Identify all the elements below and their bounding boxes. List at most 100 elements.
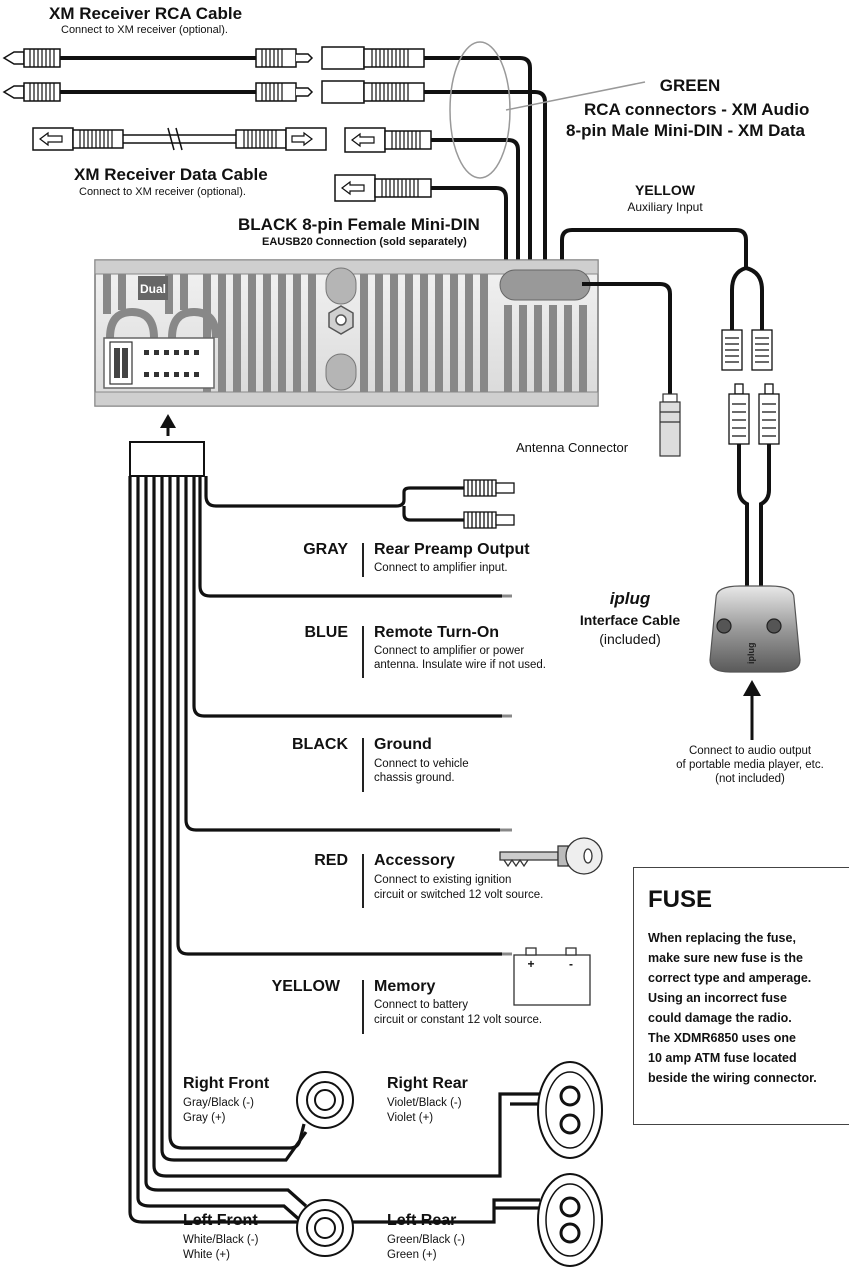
yellow-aux-note: Auxiliary Input [627, 200, 703, 214]
din-port-housing [499, 269, 591, 301]
green-title: GREEN [659, 76, 721, 95]
fuse-line: correct type and amperage. [648, 971, 812, 985]
brand-logo: Dual [138, 276, 168, 300]
wire-color-yellow: YELLOW [271, 978, 340, 995]
black-din-note: EAUSB20 Connection (sold separately) [262, 236, 467, 248]
left-rear-title: Left Rear [387, 1212, 457, 1229]
wire-color-gray: GRAY [303, 541, 348, 558]
antenna-cable [582, 282, 672, 394]
wire-desc-yellow-1: Connect to battery [374, 999, 468, 1011]
wire-desc-yellow-2: circuit or constant 12 volt source. [374, 1014, 543, 1026]
divider [362, 738, 364, 792]
wire-desc-blue-1: Connect to amplifier or power [374, 645, 525, 657]
iplug-device-logo: iplug [746, 643, 756, 665]
aux-cable [730, 266, 771, 586]
fuse-line: beside the wiring connector. [648, 1071, 817, 1085]
xm-rca-title: XM Receiver RCA Cable [49, 4, 243, 23]
xm-rca-note: Connect to XM receiver (optional). [61, 24, 228, 36]
yellow-aux-title: YELLOW [635, 182, 695, 198]
wire-color-red: RED [314, 852, 348, 869]
iplug-logo: iplug [609, 589, 651, 608]
left-rear-neg: Green/Black (-) [387, 1234, 465, 1246]
aux-rca-plugs [721, 329, 780, 445]
iplug-device: iplug [709, 585, 801, 673]
xm-data-title: XM Receiver Data Cable [74, 165, 268, 184]
wire-color-blue: BLUE [304, 624, 348, 641]
harness-plug [129, 441, 205, 477]
wire-title-blue: Remote Turn-On [374, 624, 500, 641]
left-front-pos: White (+) [183, 1249, 230, 1261]
fuse-line: When replacing the fuse, [648, 931, 796, 945]
fuse-line: make sure new fuse is the [648, 951, 803, 965]
speaker-wire-extras [494, 1102, 540, 1210]
green-line2: 8-pin Male Mini-DIN - XM Data [566, 121, 805, 140]
harness-arrow [160, 414, 176, 436]
wiring-connector-socket [103, 337, 215, 389]
audio-input-arrow [743, 680, 761, 740]
chassis-arches [106, 307, 220, 339]
divider [362, 626, 364, 678]
top-harness [424, 56, 748, 272]
wire-desc-red-1: Connect to existing ignition [374, 874, 512, 886]
right-rear-pos: Violet (+) [387, 1112, 434, 1124]
right-front-pos: Gray (+) [183, 1112, 226, 1124]
data-rib-texture [79, 130, 421, 197]
green-line1: RCA connectors - XM Audio [584, 100, 810, 119]
wire-color-black: BLACK [292, 736, 348, 753]
left-rear-pos: Green (+) [387, 1249, 437, 1261]
speaker-left-front [296, 1199, 354, 1257]
speaker-right-rear [537, 1061, 603, 1159]
wire-title-black: Ground [374, 736, 432, 753]
right-front-neg: Gray/Black (-) [183, 1097, 254, 1109]
wire-desc-blue-2: antenna. Insulate wire if not used. [374, 659, 546, 671]
mount-screw [328, 305, 354, 335]
left-front-title: Left Front [183, 1212, 258, 1229]
fuse-title: FUSE [648, 886, 713, 913]
main-harness [128, 476, 540, 1224]
wire-ends [500, 594, 512, 956]
rca-rib-texture [29, 49, 409, 101]
fuse-line: could damage the radio. [648, 1011, 792, 1025]
fuse-text: When replacing the fuse, make sure new f… [648, 928, 817, 1088]
right-front-title: Right Front [183, 1075, 270, 1092]
iplug-line1: Interface Cable [579, 612, 681, 628]
wire-desc-black-1: Connect to vehicle [374, 758, 469, 770]
iplug-line2: (included) [599, 631, 661, 647]
antenna-plug [659, 393, 681, 457]
divider [362, 854, 364, 908]
battery-icon: + - [513, 947, 591, 1006]
fuse-line: The XDMR6850 uses one [648, 1031, 796, 1045]
battery-minus-sign: - [569, 957, 573, 971]
xm-data-cable [32, 127, 432, 202]
key-icon [499, 837, 603, 875]
fuse-line: Using an incorrect fuse [648, 991, 787, 1005]
preamp-rca-plugs [463, 479, 515, 529]
right-rear-title: Right Rear [387, 1075, 468, 1092]
wire-title-red: Accessory [374, 852, 455, 869]
battery-plus-sign: + [527, 957, 534, 971]
speaker-right-front [296, 1071, 354, 1129]
audio-out-line2: of portable media player, etc. [676, 759, 824, 771]
wire-title-gray: Rear Preamp Output [374, 541, 530, 558]
wire-desc-gray-1: Connect to amplifier input. [374, 562, 508, 574]
right-rear-neg: Violet/Black (-) [387, 1097, 462, 1109]
wire-title-yellow: Memory [374, 978, 436, 995]
mount-slots [325, 267, 357, 391]
green-callout [449, 41, 646, 179]
xm-data-note: Connect to XM receiver (optional). [79, 186, 246, 198]
audio-out-line1: Connect to audio output [688, 745, 812, 757]
heatsink-fins [103, 274, 587, 392]
speaker-left-rear [537, 1173, 603, 1267]
fuse-box: FUSE When replacing the fuse, make sure … [633, 867, 849, 1125]
left-front-neg: White/Black (-) [183, 1234, 259, 1246]
wire-desc-red-2: circuit or switched 12 volt source. [374, 889, 544, 901]
divider [362, 980, 364, 1034]
divider [362, 543, 364, 577]
audio-out-line3: (not included) [715, 773, 785, 785]
wire-desc-black-2: chassis ground. [374, 772, 455, 784]
antenna-label: Antenna Connector [516, 440, 629, 455]
xm-rca-cable [2, 46, 425, 104]
black-din-title: BLACK 8-pin Female Mini-DIN [238, 215, 480, 234]
brand-text: Dual [140, 282, 166, 296]
